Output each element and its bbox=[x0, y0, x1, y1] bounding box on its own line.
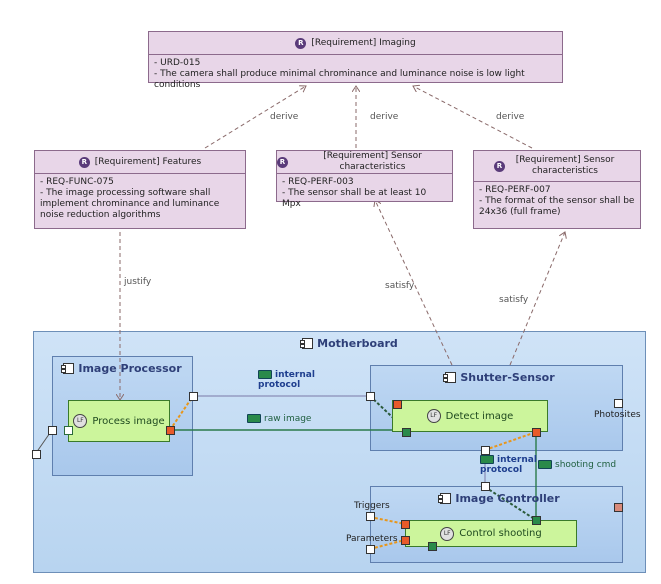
logical-function-icon: LF bbox=[426, 409, 441, 423]
detect-image-function[interactable]: LF Detect image bbox=[392, 400, 548, 432]
requirement-header: [Requirement] Sensor characteristics bbox=[323, 151, 422, 172]
derive-link-sensor2 bbox=[413, 86, 533, 149]
derive-link-features bbox=[204, 86, 306, 149]
control-shooting-out-port[interactable] bbox=[428, 542, 437, 551]
exchange-icon bbox=[258, 370, 272, 379]
detect-image-top-port[interactable] bbox=[532, 428, 541, 437]
requirement-id: - REQ-PERF-003 bbox=[282, 177, 354, 187]
component-icon bbox=[300, 338, 314, 349]
ic-right-port[interactable] bbox=[614, 503, 623, 512]
exchange-icon bbox=[480, 455, 494, 464]
detect-image-out-port[interactable] bbox=[402, 428, 411, 437]
control-shooting-top-port[interactable] bbox=[532, 516, 541, 525]
orange-flow-triggers bbox=[369, 516, 406, 525]
triggers-label: Triggers bbox=[354, 501, 390, 511]
satisfy-link-sensor2 bbox=[509, 232, 565, 366]
requirement-sensor-2[interactable]: R [Requirement] Sensor characteristics -… bbox=[473, 150, 641, 229]
internal-protocol-label-vertical: internal protocol bbox=[480, 455, 537, 475]
satisfy-label: satisfy bbox=[385, 281, 415, 291]
justify-label: justify bbox=[124, 277, 152, 287]
ss-bottom-port[interactable] bbox=[481, 446, 490, 455]
green-flow-ic bbox=[484, 486, 537, 521]
requirement-icon: R bbox=[494, 160, 505, 172]
derive-label: derive bbox=[370, 112, 399, 122]
internal-protocol-label-top: internal protocol bbox=[258, 370, 315, 390]
parameters-label: Parameters bbox=[346, 534, 398, 544]
raw-image-label: raw image bbox=[247, 414, 311, 424]
control-shooting-function[interactable]: LF Control shooting bbox=[405, 520, 577, 547]
requirement-icon: R bbox=[277, 156, 288, 168]
exchange-icon bbox=[247, 414, 261, 423]
component-icon bbox=[438, 493, 452, 504]
satisfy-label: satisfy bbox=[499, 295, 529, 305]
requirement-icon: R bbox=[78, 156, 90, 168]
requirement-header: [Requirement] Features bbox=[94, 156, 202, 167]
motherboard-title: Motherboard bbox=[280, 337, 420, 350]
requirement-id: - URD-015 bbox=[154, 58, 201, 68]
orange-flow-ip bbox=[169, 395, 194, 431]
logical-function-icon: LF bbox=[73, 414, 88, 428]
ss-left-port[interactable] bbox=[366, 392, 375, 401]
requirement-text: - The image processing software shall im… bbox=[40, 188, 220, 220]
process-image-function[interactable]: LF Process image bbox=[68, 400, 170, 442]
requirement-text: - The format of the sensor shall be 24x3… bbox=[479, 196, 635, 217]
image-processor-title: Image Processor bbox=[52, 362, 193, 375]
satisfy-link-sensor1 bbox=[375, 200, 453, 366]
requirement-features[interactable]: R [Requirement] Features - REQ-FUNC-075 … bbox=[34, 150, 246, 229]
photosites-label: Photosites bbox=[594, 410, 641, 420]
ip-left-port[interactable] bbox=[48, 426, 57, 435]
parameters-port[interactable] bbox=[366, 545, 375, 554]
exchange-icon bbox=[538, 460, 552, 469]
requirement-icon: R bbox=[295, 37, 307, 49]
requirement-header: [Requirement] Imaging bbox=[311, 37, 416, 48]
triggers-port[interactable] bbox=[366, 512, 375, 521]
process-image-out-port[interactable] bbox=[166, 426, 175, 435]
control-shooting-in-port-1[interactable] bbox=[401, 520, 410, 529]
photosites-port[interactable] bbox=[614, 399, 623, 408]
component-icon bbox=[61, 363, 75, 374]
orange-flow-ss bbox=[484, 431, 537, 451]
requirement-text: - The sensor shall be at least 10 Mpx bbox=[282, 188, 427, 209]
shutter-sensor-title: Shutter-Sensor bbox=[420, 371, 580, 384]
component-icon bbox=[443, 372, 457, 383]
requirement-text: - The camera shall produce minimal chrom… bbox=[154, 69, 525, 90]
requirement-header: [Requirement] Sensor characteristics bbox=[515, 155, 615, 176]
logical-function-icon: LF bbox=[440, 526, 455, 541]
requirement-id: - REQ-FUNC-075 bbox=[40, 177, 114, 187]
ic-top-port[interactable] bbox=[481, 482, 490, 491]
shooting-cmd-label: shooting cmd bbox=[538, 460, 616, 470]
derive-label: derive bbox=[496, 112, 525, 122]
orange-flow-parameters bbox=[369, 539, 406, 550]
requirement-id: - REQ-PERF-007 bbox=[479, 185, 551, 195]
external-left-port[interactable] bbox=[32, 450, 41, 459]
detect-image-in-port[interactable] bbox=[393, 400, 402, 409]
control-shooting-in-port-2[interactable] bbox=[401, 536, 410, 545]
ip-right-port[interactable] bbox=[189, 392, 198, 401]
image-controller-title: Image Controller bbox=[420, 492, 580, 505]
requirement-imaging[interactable]: R [Requirement] Imaging - URD-015 - The … bbox=[148, 31, 563, 90]
process-image-in-port[interactable] bbox=[64, 426, 73, 435]
requirement-sensor-1[interactable]: R [Requirement] Sensor characteristics -… bbox=[276, 150, 453, 209]
derive-label: derive bbox=[270, 112, 299, 122]
